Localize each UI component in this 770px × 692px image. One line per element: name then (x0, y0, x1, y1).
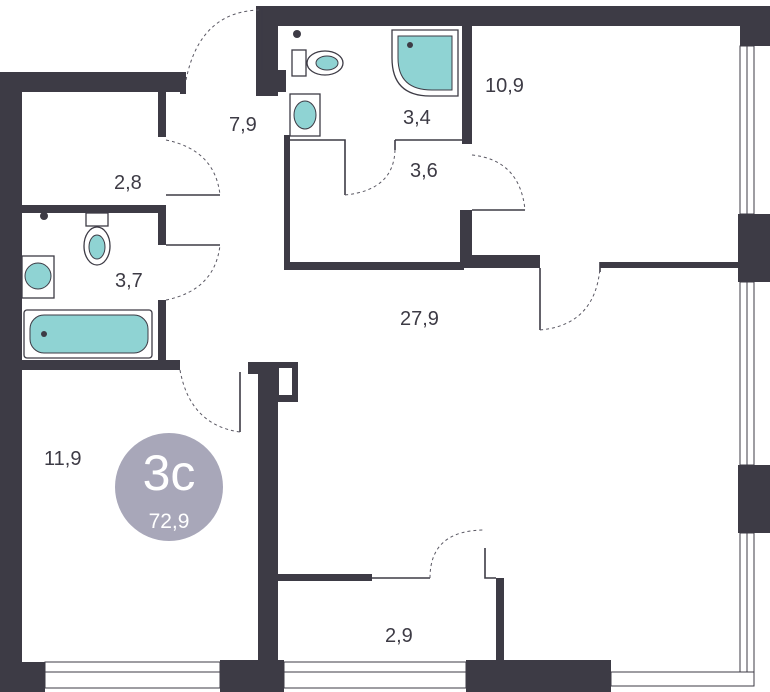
toilet-icon (291, 49, 344, 77)
doors (165, 9, 601, 579)
room-area-bathroom: 3,7 (115, 270, 143, 292)
toilet-icon (83, 212, 111, 266)
room-area-bedroom-top-right: 10,9 (485, 75, 524, 97)
sink-icon (21, 255, 55, 299)
apartment-badge: 3с 72,9 (115, 433, 223, 541)
total-area: 72,9 (149, 510, 190, 533)
apartment-type: 3с (143, 445, 196, 501)
windows (44, 45, 755, 689)
fixtures (21, 29, 459, 359)
sink-icon (289, 93, 321, 137)
area-labels: 7,9 3,4 10,9 2,8 3,6 3,7 27,9 11,9 2,9 (44, 75, 524, 647)
badge-circle (115, 433, 223, 541)
room-area-storage: 2,8 (114, 172, 142, 194)
room-area-corridor: 3,6 (410, 160, 438, 182)
bathtub-icon (23, 309, 153, 359)
partitions (166, 8, 601, 579)
walls (0, 6, 770, 692)
shower-icon (391, 29, 459, 97)
room-area-living: 27,9 (400, 308, 439, 330)
room-area-wc: 3,4 (403, 107, 431, 129)
room-area-bedroom-left: 11,9 (44, 448, 81, 470)
room-area-hall: 7,9 (229, 114, 257, 136)
room-area-balcony: 2,9 (385, 625, 413, 647)
